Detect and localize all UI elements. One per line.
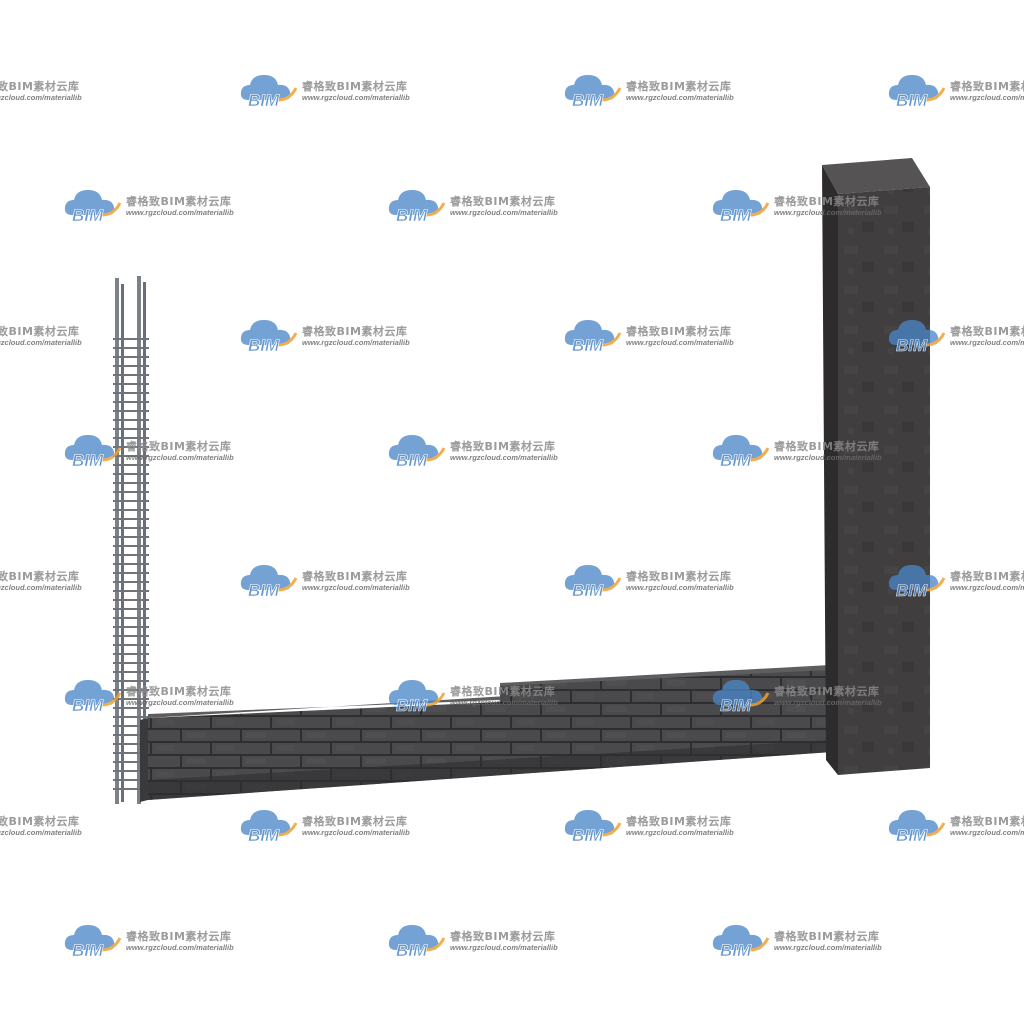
rebar-stirrup xyxy=(113,626,149,628)
rebar-stirrup xyxy=(113,572,149,574)
rebar-stirrup xyxy=(113,338,149,340)
rebar-stirrup xyxy=(113,608,149,610)
brick-wall-end xyxy=(140,718,148,802)
rebar-stirrup xyxy=(113,644,149,646)
rebar-stirrup xyxy=(113,743,149,745)
rebar-stirrup xyxy=(113,617,149,619)
pillar-front-face xyxy=(838,187,930,775)
rebar-stirrup xyxy=(113,752,149,754)
rebar-stirrup xyxy=(113,347,149,349)
rebar-cage xyxy=(113,276,149,804)
rebar-stirrup xyxy=(113,788,149,790)
rebar-stirrup xyxy=(113,554,149,556)
pillar-top-face xyxy=(822,158,930,194)
brick-wall-shade xyxy=(148,740,832,800)
rebar-stirrup xyxy=(113,725,149,727)
rebar-stirrup xyxy=(113,662,149,664)
rebar-stirrup xyxy=(113,401,149,403)
rebar-stirrup xyxy=(113,509,149,511)
rebar-stirrup xyxy=(113,698,149,700)
rebar-stirrup xyxy=(113,464,149,466)
rebar-bar xyxy=(115,278,119,804)
rebar-stirrup xyxy=(113,419,149,421)
rebar-bar xyxy=(121,284,124,802)
rebar-stirrup xyxy=(113,635,149,637)
rebar-stirrup xyxy=(113,716,149,718)
rebar-stirrup xyxy=(113,500,149,502)
rebar-stirrup xyxy=(113,437,149,439)
rebar-stirrup xyxy=(113,689,149,691)
brick-wall-front xyxy=(148,670,832,800)
rebar-stirrup xyxy=(113,356,149,358)
rebar-stirrup xyxy=(113,734,149,736)
rebar-stirrup xyxy=(113,374,149,376)
rebar-stirrup xyxy=(113,599,149,601)
rebar-stirrup xyxy=(113,410,149,412)
rebar-stirrup xyxy=(113,653,149,655)
rebar-stirrups xyxy=(113,338,149,790)
rebar-stirrup xyxy=(113,761,149,763)
rebar-stirrup xyxy=(113,455,149,457)
rebar-stirrup xyxy=(113,446,149,448)
rebar-stirrup xyxy=(113,545,149,547)
rebar-stirrup xyxy=(113,527,149,529)
rebar-stirrup xyxy=(113,581,149,583)
rebar-stirrup xyxy=(113,383,149,385)
rebar-stirrup xyxy=(113,473,149,475)
rebar-bar xyxy=(143,282,146,800)
rebar-stirrup xyxy=(113,770,149,772)
pillar-side-face xyxy=(822,165,838,775)
rebar-stirrup xyxy=(113,536,149,538)
brick-wall xyxy=(140,665,832,802)
rebar-stirrup xyxy=(113,518,149,520)
rebar-stirrup xyxy=(113,491,149,493)
rebar-stirrup xyxy=(113,779,149,781)
rebar-bar xyxy=(137,276,141,804)
rebar-stirrup xyxy=(113,671,149,673)
rebar-stirrup xyxy=(113,482,149,484)
rebar-stirrup xyxy=(113,392,149,394)
rebar-stirrup xyxy=(113,707,149,709)
rebar-stirrup xyxy=(113,590,149,592)
rebar-stirrup xyxy=(113,680,149,682)
rebar-stirrup xyxy=(113,428,149,430)
rebar-stirrup xyxy=(113,365,149,367)
rebar-stirrup xyxy=(113,563,149,565)
pillar xyxy=(822,158,930,775)
